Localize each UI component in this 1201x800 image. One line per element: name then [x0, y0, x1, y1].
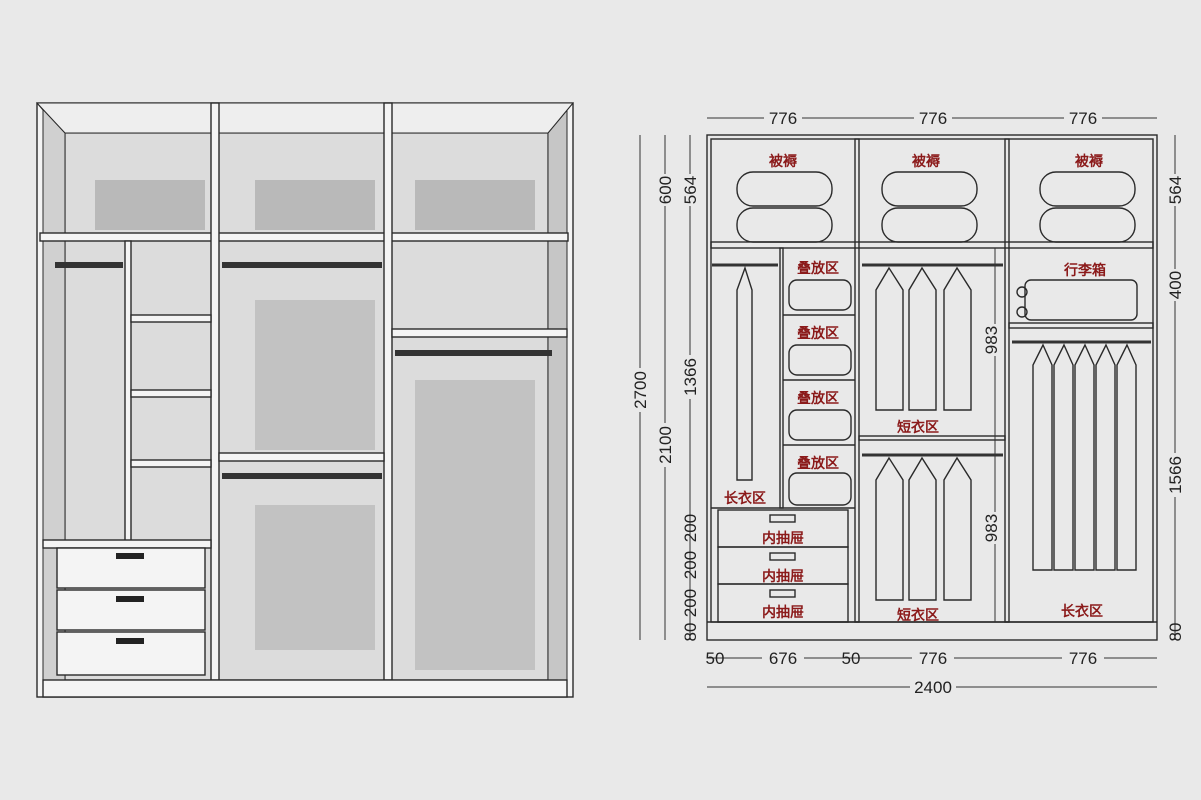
dimension-lines: [639, 117, 1176, 688]
elevation-frame: [706, 134, 1158, 641]
dim-height: 80: [1166, 623, 1185, 642]
folded-clothes-icon: [788, 279, 852, 506]
dim-height: 564: [1166, 176, 1185, 204]
label-luggage: 行李箱: [1063, 262, 1106, 279]
dim-total-width: 2400: [914, 678, 952, 697]
quilt-icon: [736, 171, 1136, 243]
label-drawer: 内抽屉: [762, 604, 804, 621]
top-shelf: [39, 232, 569, 242]
drawer: [717, 583, 849, 623]
divider-right: [383, 102, 393, 681]
dim-height: 200: [681, 514, 700, 542]
dim-height: 564: [681, 176, 700, 204]
drawer-handle: [116, 638, 144, 644]
drawer-handle: [116, 596, 144, 602]
dim-total-height: 2700: [631, 371, 650, 409]
top-shelf: [710, 241, 1154, 249]
dim-bottom-width: 676: [769, 649, 797, 668]
top-panel: [35, 102, 575, 134]
shelf: [391, 328, 568, 338]
drawer-top: [42, 539, 212, 549]
label-short-coat: 短衣区: [897, 419, 939, 436]
label-folding: 叠放区: [797, 325, 839, 342]
label-long-coat: 长衣区: [724, 490, 766, 507]
suitcase-icon: [1016, 279, 1138, 321]
dim-height: 600: [656, 176, 675, 204]
label-folding: 叠放区: [797, 260, 839, 277]
label-folding: 叠放区: [797, 390, 839, 407]
dim-bottom-width: 776: [1069, 649, 1097, 668]
label-folding: 叠放区: [797, 455, 839, 472]
hanging-rod: [222, 262, 382, 268]
wardrobe-3d-view: [35, 102, 575, 698]
shelf: [130, 459, 212, 468]
plinth: [42, 679, 568, 698]
shelf: [130, 314, 212, 323]
dim-bottom-width: 50: [706, 649, 725, 668]
hanging-rod: [55, 262, 123, 268]
dim-height: 400: [1166, 271, 1185, 299]
hanging-coat-icon: [736, 265, 1137, 601]
dim-height: 200: [681, 589, 700, 617]
dim-top-width: 776: [769, 109, 797, 128]
dim-height: 1566: [1166, 456, 1185, 494]
hanging-rod: [395, 350, 552, 356]
wardrobe-elevation: 被褥 被褥 被褥 叠放区 叠放区 叠放区 叠放区 长衣区 长衣区 短衣区 短衣区…: [631, 108, 1186, 697]
label-quilt: 被褥: [769, 153, 798, 170]
label-quilt: 被褥: [1075, 153, 1104, 170]
dim-height: 80: [681, 623, 700, 642]
drawer-handle: [116, 553, 144, 559]
dim-top-width: 776: [919, 109, 947, 128]
dim-top-width: 776: [1069, 109, 1097, 128]
dim-height: 2100: [656, 426, 675, 464]
dim-height: 200: [681, 551, 700, 579]
dim-rod-height: 983: [982, 514, 1001, 542]
divider-left: [210, 102, 220, 681]
dim-height: 1366: [681, 358, 700, 396]
label-drawer: 内抽屉: [762, 530, 804, 547]
inner-divider: [124, 240, 132, 548]
dim-bottom-width: 776: [919, 649, 947, 668]
label-drawer: 内抽屉: [762, 568, 804, 585]
label-long-coat: 长衣区: [1061, 603, 1103, 620]
dim-rod-height: 983: [982, 326, 1001, 354]
shelf: [218, 452, 385, 462]
shelf: [130, 389, 212, 398]
hanging-rod: [222, 473, 382, 479]
label-short-coat: 短衣区: [897, 607, 939, 624]
label-quilt: 被褥: [912, 153, 941, 170]
dim-bottom-width: 50: [842, 649, 861, 668]
